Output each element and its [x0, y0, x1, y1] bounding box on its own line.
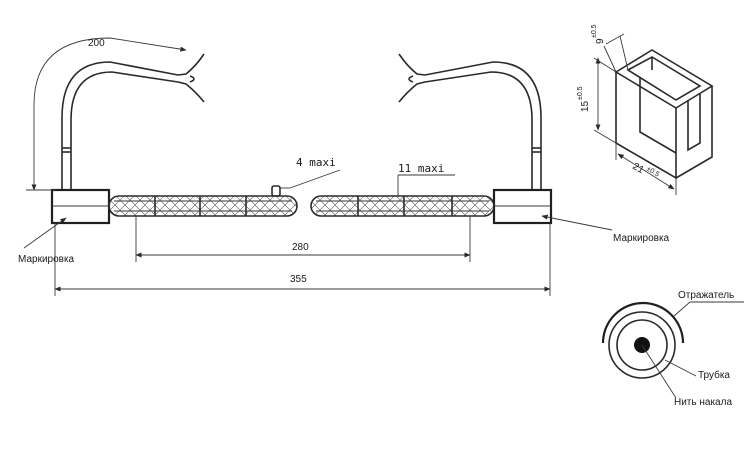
marking-right: Маркировка	[541, 214, 670, 244]
tube-inner-circle	[616, 319, 668, 371]
tube-right-segment	[310, 195, 495, 217]
marking-right-label: Маркировка	[613, 233, 670, 244]
bracket-dim-9-tol: ±0.5	[591, 24, 598, 38]
dimension-355: 355	[54, 223, 551, 296]
dim-200-label: 200	[88, 38, 105, 49]
bracket-dim-21: 21	[631, 161, 647, 176]
dim-280-label: 280	[292, 242, 309, 253]
marking-left: Маркировка	[18, 217, 75, 265]
dim-11-maxi-label: 11 maxi	[398, 162, 444, 175]
tube-left-segment	[108, 185, 298, 217]
left-end-cap	[50, 188, 111, 225]
tube-label: Трубка	[698, 369, 730, 381]
dimension-11-maxi: 11 maxi	[397, 162, 455, 196]
bracket-isometric: 15 ±0.5 9 ±0.5 21 ±0.5	[577, 24, 714, 195]
dimension-280: 280	[135, 216, 471, 262]
bracket-dim-9: 9	[595, 38, 606, 44]
marking-left-label: Маркировка	[18, 254, 75, 265]
right-end-cap	[492, 188, 553, 225]
reflector-label: Отражатель	[678, 290, 734, 301]
bracket-dim-15: 15	[580, 100, 591, 112]
tube-outer-circle	[608, 311, 676, 379]
dimension-200: 200	[26, 37, 187, 191]
filament-label: Нить накала	[674, 397, 732, 408]
dimension-4-maxi: 4 maxi	[280, 156, 341, 189]
dim-355-label: 355	[290, 274, 307, 285]
cross-section: Отражатель Трубка Нить накала	[601, 290, 744, 408]
dim-4-maxi-label: 4 maxi	[296, 156, 336, 169]
bracket-dim-15-tol: ±0.5	[577, 86, 584, 100]
